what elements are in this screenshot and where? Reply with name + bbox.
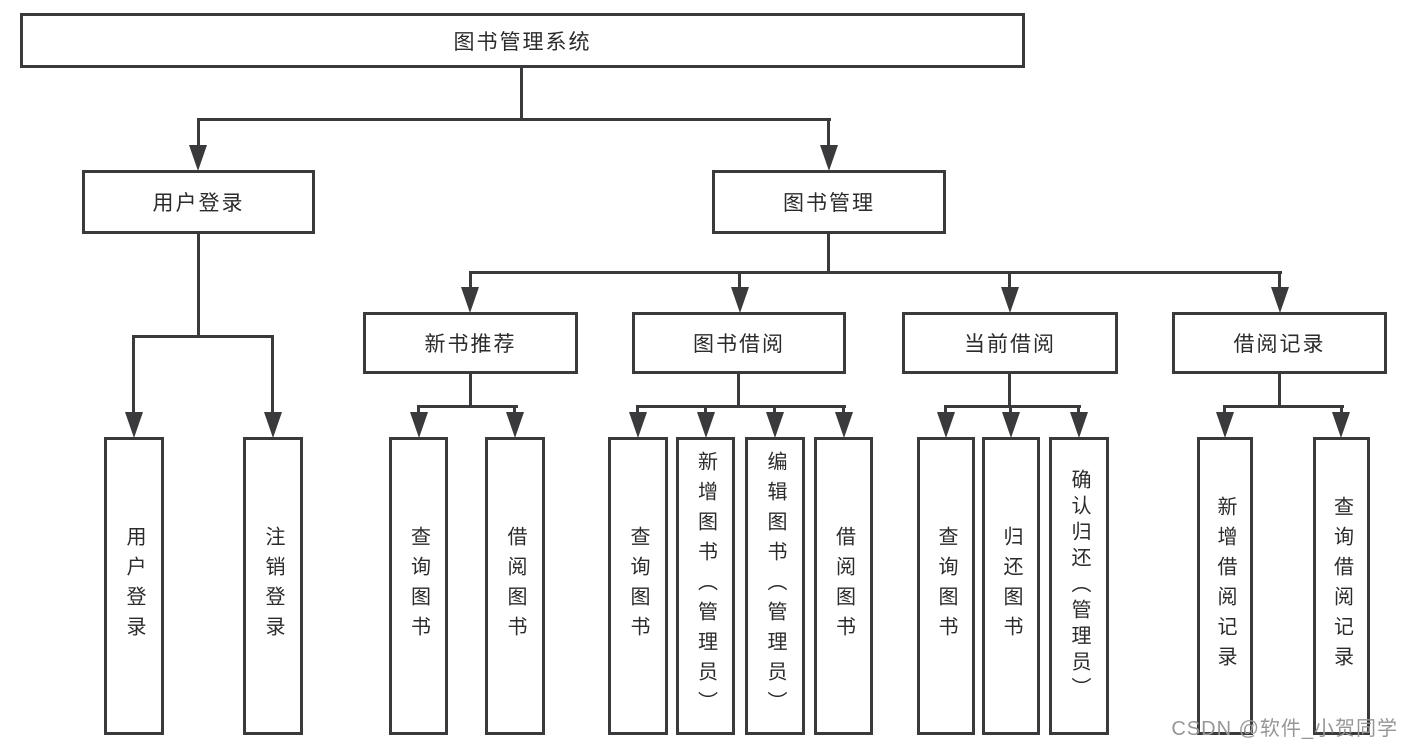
leaf-borrow-books-recommend: 借阅图书 bbox=[485, 437, 545, 735]
leaf-query-borrow-record: 查询借阅记录 bbox=[1313, 437, 1370, 735]
node-book-management: 图书管理 bbox=[712, 170, 946, 234]
node-user-login: 用户登录 bbox=[82, 170, 315, 234]
connector-line bbox=[417, 405, 518, 408]
leaf-query-books-borrowing: 查询图书 bbox=[608, 437, 668, 735]
leaf-query-books-recommend: 查询图书 bbox=[389, 437, 448, 735]
arrowhead-down-icon bbox=[1271, 287, 1289, 313]
leaf-label: 归还图书 bbox=[1000, 526, 1022, 646]
connector-line bbox=[132, 335, 135, 415]
connector-line bbox=[197, 232, 200, 337]
connector-line bbox=[944, 405, 1081, 408]
leaf-add-borrow-record: 新增借阅记录 bbox=[1197, 437, 1253, 735]
connector-line bbox=[636, 405, 846, 408]
leaf-edit-book-admin: 编辑图书（管理员） bbox=[745, 437, 805, 735]
connector-line bbox=[1278, 372, 1281, 408]
connector-line bbox=[704, 405, 707, 417]
connector-line bbox=[469, 271, 1282, 274]
arrowhead-down-icon bbox=[766, 412, 784, 438]
arrowhead-down-icon bbox=[1216, 412, 1234, 438]
leaf-label: 查询借阅记录 bbox=[1330, 496, 1353, 676]
node-book-borrowing: 图书借阅 bbox=[632, 312, 846, 374]
connector-line bbox=[827, 232, 830, 274]
connector-line bbox=[520, 66, 523, 120]
connector-line bbox=[1009, 405, 1012, 417]
connector-line bbox=[1340, 405, 1343, 417]
arrowhead-down-icon bbox=[1070, 412, 1088, 438]
connector-line bbox=[944, 405, 947, 417]
connector-line bbox=[1223, 405, 1226, 417]
leaf-label: 注销登录 bbox=[262, 526, 284, 646]
leaf-query-books-current: 查询图书 bbox=[917, 437, 975, 735]
connector-line bbox=[737, 372, 740, 408]
arrowhead-down-icon bbox=[1001, 287, 1019, 313]
leaf-label: 用户登录 bbox=[123, 526, 145, 646]
arrowhead-down-icon bbox=[835, 412, 853, 438]
leaf-label: 查询图书 bbox=[935, 526, 957, 646]
leaf-confirm-return-admin: 确认归还（管理员） bbox=[1049, 437, 1109, 735]
connector-line bbox=[197, 118, 200, 148]
connector-line bbox=[513, 405, 516, 417]
connector-line bbox=[469, 271, 472, 291]
leaf-borrow-books-borrowing: 借阅图书 bbox=[814, 437, 873, 735]
watermark: CSDN @软件_小贺同学 bbox=[1171, 718, 1398, 740]
arrowhead-down-icon bbox=[264, 412, 282, 438]
connector-line bbox=[469, 372, 472, 408]
connector-line bbox=[132, 335, 274, 338]
leaf-label: 确认归还（管理员） bbox=[1068, 469, 1090, 703]
node-current-borrowing: 当前借阅 bbox=[902, 312, 1118, 374]
connector-line bbox=[1008, 372, 1011, 408]
leaf-label: 借阅图书 bbox=[832, 526, 855, 646]
leaf-add-book-admin: 新增图书（管理员） bbox=[676, 437, 735, 735]
arrowhead-down-icon bbox=[410, 412, 428, 438]
leaf-label: 新增借阅记录 bbox=[1214, 496, 1236, 676]
arrowhead-down-icon bbox=[937, 412, 955, 438]
leaf-label: 查询图书 bbox=[627, 526, 649, 646]
leaf-label: 查询图书 bbox=[407, 526, 430, 646]
arrowhead-down-icon bbox=[189, 145, 207, 171]
arrowhead-down-icon bbox=[1332, 412, 1350, 438]
connector-line bbox=[1278, 271, 1281, 291]
connector-line bbox=[197, 118, 831, 121]
connector-line bbox=[271, 335, 274, 415]
connector-line bbox=[1223, 405, 1344, 408]
leaf-user-login: 用户登录 bbox=[104, 437, 164, 735]
arrowhead-down-icon bbox=[1002, 412, 1020, 438]
leaf-label: 借阅图书 bbox=[504, 526, 526, 646]
leaf-label: 编辑图书（管理员） bbox=[764, 451, 786, 721]
node-new-book-recommendation: 新书推荐 bbox=[363, 312, 578, 374]
arrowhead-down-icon bbox=[506, 412, 524, 438]
connector-line bbox=[1077, 405, 1080, 417]
leaf-return-books: 归还图书 bbox=[982, 437, 1040, 735]
arrowhead-down-icon bbox=[461, 287, 479, 313]
connector-line bbox=[842, 405, 845, 417]
arrowhead-down-icon bbox=[125, 412, 143, 438]
leaf-logout: 注销登录 bbox=[243, 437, 303, 735]
connector-line bbox=[773, 405, 776, 417]
connector-line bbox=[1008, 271, 1011, 291]
connector-line bbox=[417, 405, 420, 417]
arrowhead-down-icon bbox=[820, 145, 838, 171]
connector-line bbox=[636, 405, 639, 417]
leaf-label: 新增图书（管理员） bbox=[694, 451, 717, 721]
arrowhead-down-icon bbox=[731, 287, 749, 313]
arrowhead-down-icon bbox=[629, 412, 647, 438]
node-borrowing-records: 借阅记录 bbox=[1172, 312, 1387, 374]
connector-line bbox=[827, 118, 830, 148]
node-library-management-system: 图书管理系统 bbox=[20, 13, 1025, 68]
arrowhead-down-icon bbox=[697, 412, 715, 438]
connector-line bbox=[738, 271, 741, 291]
